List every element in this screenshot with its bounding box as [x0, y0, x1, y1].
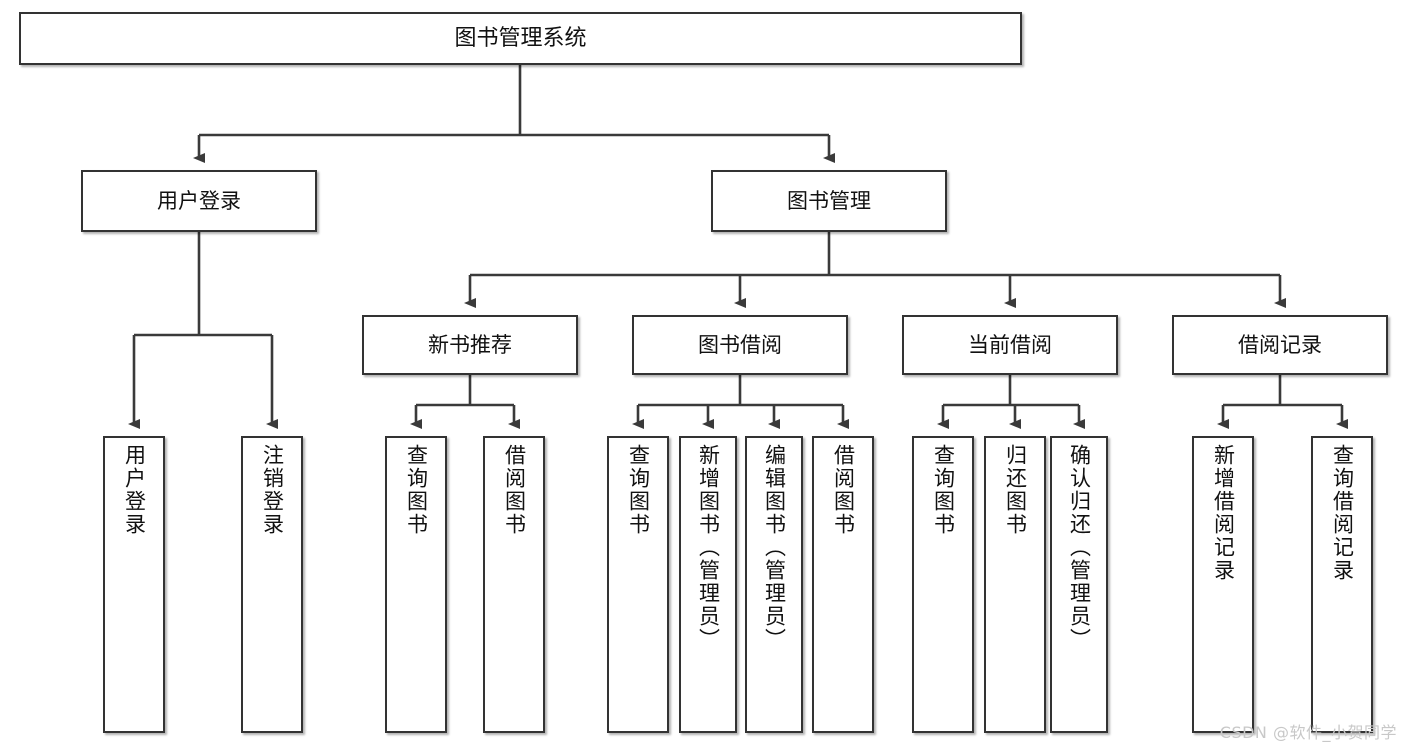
node-leaf-query-book-3-label: 查询图书 — [931, 444, 956, 536]
node-leaf-user-login[interactable]: 用户登录 — [103, 436, 165, 733]
node-leaf-add-book-label: 新增图书（管理员） — [696, 444, 721, 651]
node-user-login[interactable]: 用户登录 — [81, 170, 317, 232]
node-leaf-query-book-1[interactable]: 查询图书 — [385, 436, 447, 733]
node-borrow-record[interactable]: 借阅记录 — [1172, 315, 1388, 375]
node-book-borrow-label: 图书借阅 — [698, 332, 782, 357]
node-leaf-query-record-label: 查询借阅记录 — [1330, 444, 1355, 582]
node-leaf-add-book[interactable]: 新增图书（管理员） — [679, 436, 737, 733]
node-new-book-recommend[interactable]: 新书推荐 — [362, 315, 578, 375]
node-leaf-query-record[interactable]: 查询借阅记录 — [1311, 436, 1373, 733]
node-leaf-user-login-label: 用户登录 — [122, 444, 147, 536]
node-leaf-query-book-1-label: 查询图书 — [404, 444, 429, 536]
node-leaf-query-book-2-label: 查询图书 — [626, 444, 651, 536]
node-root[interactable]: 图书管理系统 — [19, 12, 1022, 65]
node-leaf-borrow-book-1[interactable]: 借阅图书 — [483, 436, 545, 733]
node-leaf-confirm-return-label: 确认归还（管理员） — [1067, 444, 1092, 651]
node-leaf-return-book[interactable]: 归还图书 — [984, 436, 1046, 733]
node-current-borrow-label: 当前借阅 — [968, 332, 1052, 357]
node-leaf-return-book-label: 归还图书 — [1003, 444, 1028, 536]
node-leaf-query-book-2[interactable]: 查询图书 — [607, 436, 669, 733]
node-leaf-borrow-book-1-label: 借阅图书 — [502, 444, 527, 536]
node-leaf-borrow-book-2[interactable]: 借阅图书 — [812, 436, 874, 733]
node-root-label: 图书管理系统 — [454, 25, 587, 51]
node-leaf-add-record-label: 新增借阅记录 — [1211, 444, 1236, 582]
node-current-borrow[interactable]: 当前借阅 — [902, 315, 1118, 375]
node-book-borrow[interactable]: 图书借阅 — [632, 315, 848, 375]
node-leaf-add-record[interactable]: 新增借阅记录 — [1192, 436, 1254, 733]
watermark: CSDN @软件_小贺同学 — [1219, 723, 1397, 742]
node-borrow-record-label: 借阅记录 — [1238, 332, 1322, 357]
node-user-login-label: 用户登录 — [157, 188, 241, 213]
node-book-manage[interactable]: 图书管理 — [711, 170, 947, 232]
node-leaf-edit-book-label: 编辑图书（管理员） — [762, 444, 787, 651]
node-leaf-logout-label: 注销登录 — [260, 444, 285, 536]
node-leaf-edit-book[interactable]: 编辑图书（管理员） — [745, 436, 803, 733]
node-new-book-recommend-label: 新书推荐 — [428, 332, 512, 357]
node-leaf-logout[interactable]: 注销登录 — [241, 436, 303, 733]
node-leaf-query-book-3[interactable]: 查询图书 — [912, 436, 974, 733]
node-leaf-confirm-return[interactable]: 确认归还（管理员） — [1050, 436, 1108, 733]
node-leaf-borrow-book-2-label: 借阅图书 — [831, 444, 856, 536]
node-book-manage-label: 图书管理 — [787, 188, 871, 213]
